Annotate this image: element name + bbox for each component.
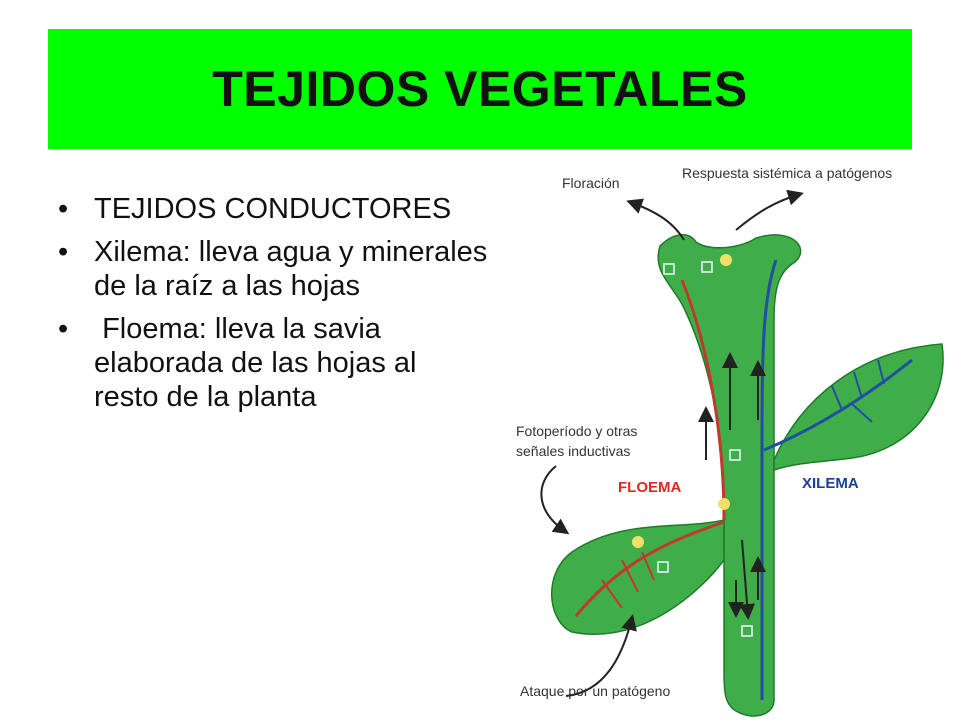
- label-respuesta: Respuesta sistémica a patógenos: [682, 165, 892, 181]
- flower-icon: [632, 536, 644, 548]
- square-marker-icon: [701, 261, 713, 273]
- label-fotoperiodo-2: señales inductivas: [516, 443, 630, 459]
- flower-icon: [718, 498, 730, 510]
- square-marker-icon: [663, 263, 675, 275]
- title-bar: TEJIDOS VEGETALES: [48, 29, 912, 149]
- bullet-marker: •: [58, 193, 69, 225]
- label-xilema: XILEMA: [802, 475, 859, 492]
- flow-arrows: [698, 352, 766, 620]
- bullet-list: • TEJIDOS CONDUCTORES • Xilema: lleva ag…: [58, 192, 488, 423]
- square-marker-icon: [657, 561, 669, 573]
- bullet-item: • Xilema: lleva agua y minerales de la r…: [58, 235, 488, 303]
- slide-title: TEJIDOS VEGETALES: [212, 61, 748, 117]
- bullet-marker: •: [58, 236, 69, 268]
- flower-icon: [720, 254, 732, 266]
- bullet-item: • TEJIDOS CONDUCTORES: [58, 192, 488, 226]
- arrow-fotoperiodo: [540, 465, 570, 535]
- xylem-veins: [831, 359, 885, 423]
- right-leaf: [773, 343, 944, 472]
- plant-stem: [657, 234, 802, 717]
- bullet-marker: •: [58, 313, 69, 345]
- plant-diagram: Floración Respuesta sistémica a patógeno…: [516, 165, 944, 717]
- xylem-line: [760, 259, 913, 700]
- left-leaf: [550, 519, 725, 635]
- arrow-ataque: [565, 614, 637, 697]
- label-floema: FLOEMA: [618, 479, 681, 496]
- arrow-floracion: [626, 198, 685, 241]
- bullet-text: Floema: lleva la savia elaborada de las …: [94, 313, 425, 413]
- phloem-veins: [601, 551, 655, 609]
- bullet-item: • Floema: lleva la savia elaborada de la…: [58, 312, 488, 414]
- label-floracion: Floración: [562, 175, 620, 191]
- square-marker-icon: [741, 625, 753, 637]
- bullet-text: TEJIDOS CONDUCTORES: [94, 193, 452, 225]
- arrow-respuesta: [735, 189, 804, 231]
- label-fotoperiodo-1: Fotoperíodo y otras: [516, 423, 637, 439]
- label-ataque: Ataque por un patógeno: [520, 683, 670, 699]
- square-marker-icon: [729, 449, 741, 461]
- bullet-text: Xilema: lleva agua y minerales de la raí…: [94, 236, 488, 302]
- phloem-line: [574, 279, 726, 617]
